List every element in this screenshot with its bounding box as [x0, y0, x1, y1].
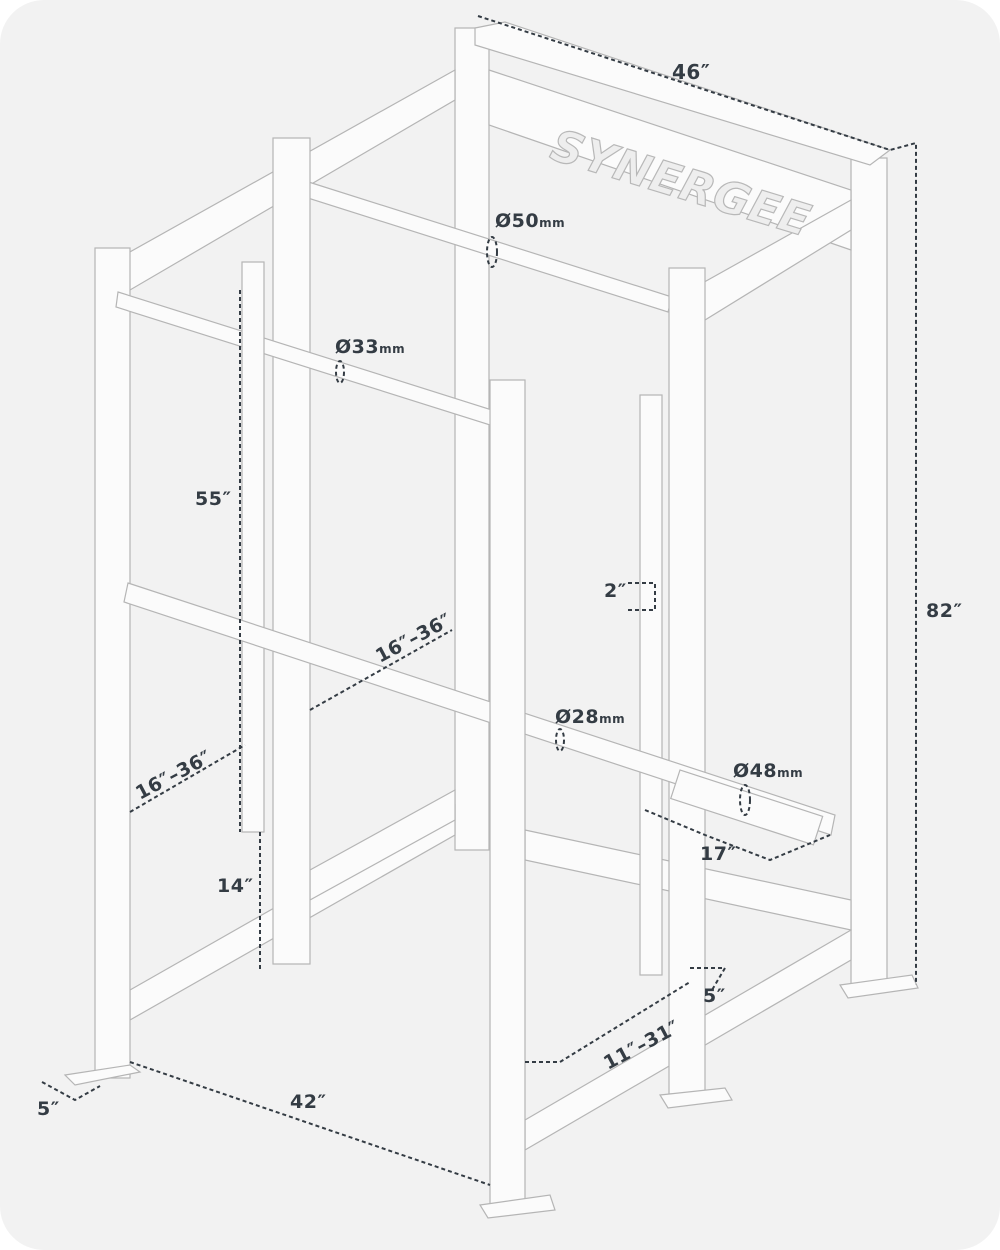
dim-total-height: 82″: [926, 600, 963, 622]
upright-back-right: [850, 157, 888, 987]
dim-hole-spacing: 2″: [604, 580, 627, 602]
dimension-lines: [41, 15, 917, 1186]
dim-lowest-height: 14″: [217, 875, 254, 897]
upright-back-left: [454, 27, 490, 851]
dim-depth: 42″: [290, 1091, 327, 1113]
branded-crossmember: [488, 69, 852, 251]
upright-front-left: [94, 247, 131, 1079]
dim-foot-right: 5″: [703, 985, 726, 1007]
upright-mid-left: [272, 137, 311, 965]
dim-pullup-front-diameter: Ø33mm: [335, 336, 406, 358]
foot-plate: [658, 1087, 733, 1109]
dim-foot-left: 5″: [37, 1098, 60, 1120]
dim-width-top: 46″: [672, 60, 711, 84]
dim-pullup-back-diameter: Ø50mm: [495, 210, 566, 232]
barbell: [123, 582, 836, 836]
upright-mid-right: [668, 267, 706, 1095]
dim-shaft-diameter: Ø28mm: [555, 706, 626, 728]
upright-front-right: [489, 379, 526, 1211]
foot-plate: [63, 1064, 142, 1086]
barbell-sleeve: [669, 769, 824, 846]
dim-safety-height: 55″: [195, 488, 232, 510]
foot-plate: [479, 1194, 556, 1219]
foot-plate: [839, 974, 919, 999]
safety-rail-left: [241, 261, 265, 833]
dim-sleeve-length: 17″: [700, 843, 737, 865]
dim-sleeve-diameter: Ø48mm: [733, 760, 804, 782]
safety-rail-right: [639, 394, 663, 976]
